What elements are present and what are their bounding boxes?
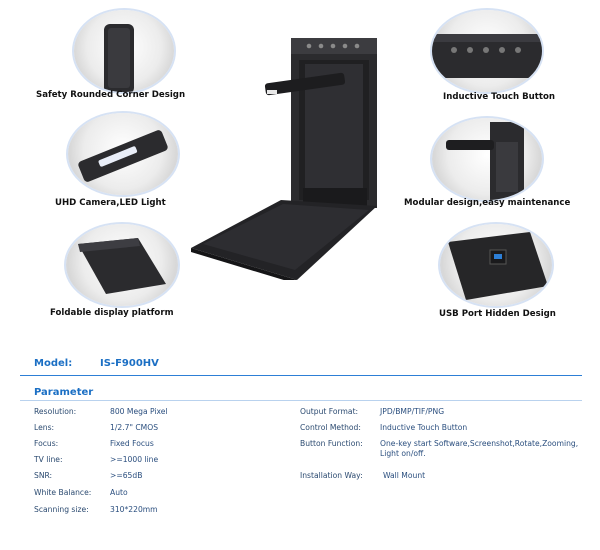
spec-value: Wall Mount xyxy=(383,471,426,480)
parameter-divider xyxy=(20,400,582,401)
parameter-heading: Parameter xyxy=(34,387,94,398)
spec-label: White Balance: xyxy=(34,488,92,497)
touch-button-photo xyxy=(432,10,542,92)
spec-label: SNR: xyxy=(34,471,53,480)
spec-value: >=1000 line xyxy=(110,455,159,464)
spec-label: TV line: xyxy=(34,455,63,464)
spec-label: Resolution: xyxy=(34,407,77,416)
spec-label: Installation Way: xyxy=(300,471,363,480)
spec-value: 1/2.7" CMOS xyxy=(110,423,159,432)
spec-label: Button Function: xyxy=(300,439,363,448)
spec-value: 310*220mm xyxy=(110,505,158,514)
spec-value: Fixed Focus xyxy=(110,439,154,448)
model-value: IS-F900HV xyxy=(100,358,159,369)
corner-photo xyxy=(74,10,174,92)
usb-port-photo xyxy=(440,224,552,306)
spec-value: Inductive Touch Button xyxy=(380,423,468,432)
spec-value: Auto xyxy=(110,488,128,497)
spec-value: One-key start Software,Screenshot,Rotate… xyxy=(380,439,579,458)
platform-photo xyxy=(66,224,178,306)
spec-label: Lens: xyxy=(34,423,55,432)
model-divider xyxy=(20,375,582,376)
feature-caption: Inductive Touch Button xyxy=(443,92,556,102)
spec-value: >=65dB xyxy=(110,471,143,480)
feature-caption: USB Port Hidden Design xyxy=(439,309,556,319)
spec-label: Scanning size: xyxy=(34,505,89,514)
model-label: Model: xyxy=(34,358,73,369)
camera-led-photo xyxy=(68,113,178,195)
product-image xyxy=(185,30,390,284)
feature-caption: Foldable display platform xyxy=(50,308,174,318)
spec-label: Focus: xyxy=(34,439,59,448)
feature-caption: Modular design,easy maintenance xyxy=(404,198,571,208)
feature-caption: Safety Rounded Corner Design xyxy=(36,90,186,100)
spec-label: Output Format: xyxy=(300,407,359,416)
model-row: Model: IS-F900HV xyxy=(20,358,582,376)
spec-value: JPD/BMP/TIF/PNG xyxy=(380,407,445,416)
spec-value: 800 Mega Pixel xyxy=(110,407,168,416)
feature-caption: UHD Camera,LED Light xyxy=(55,198,166,208)
spec-label: Control Method: xyxy=(300,423,361,432)
modular-photo xyxy=(432,118,542,200)
